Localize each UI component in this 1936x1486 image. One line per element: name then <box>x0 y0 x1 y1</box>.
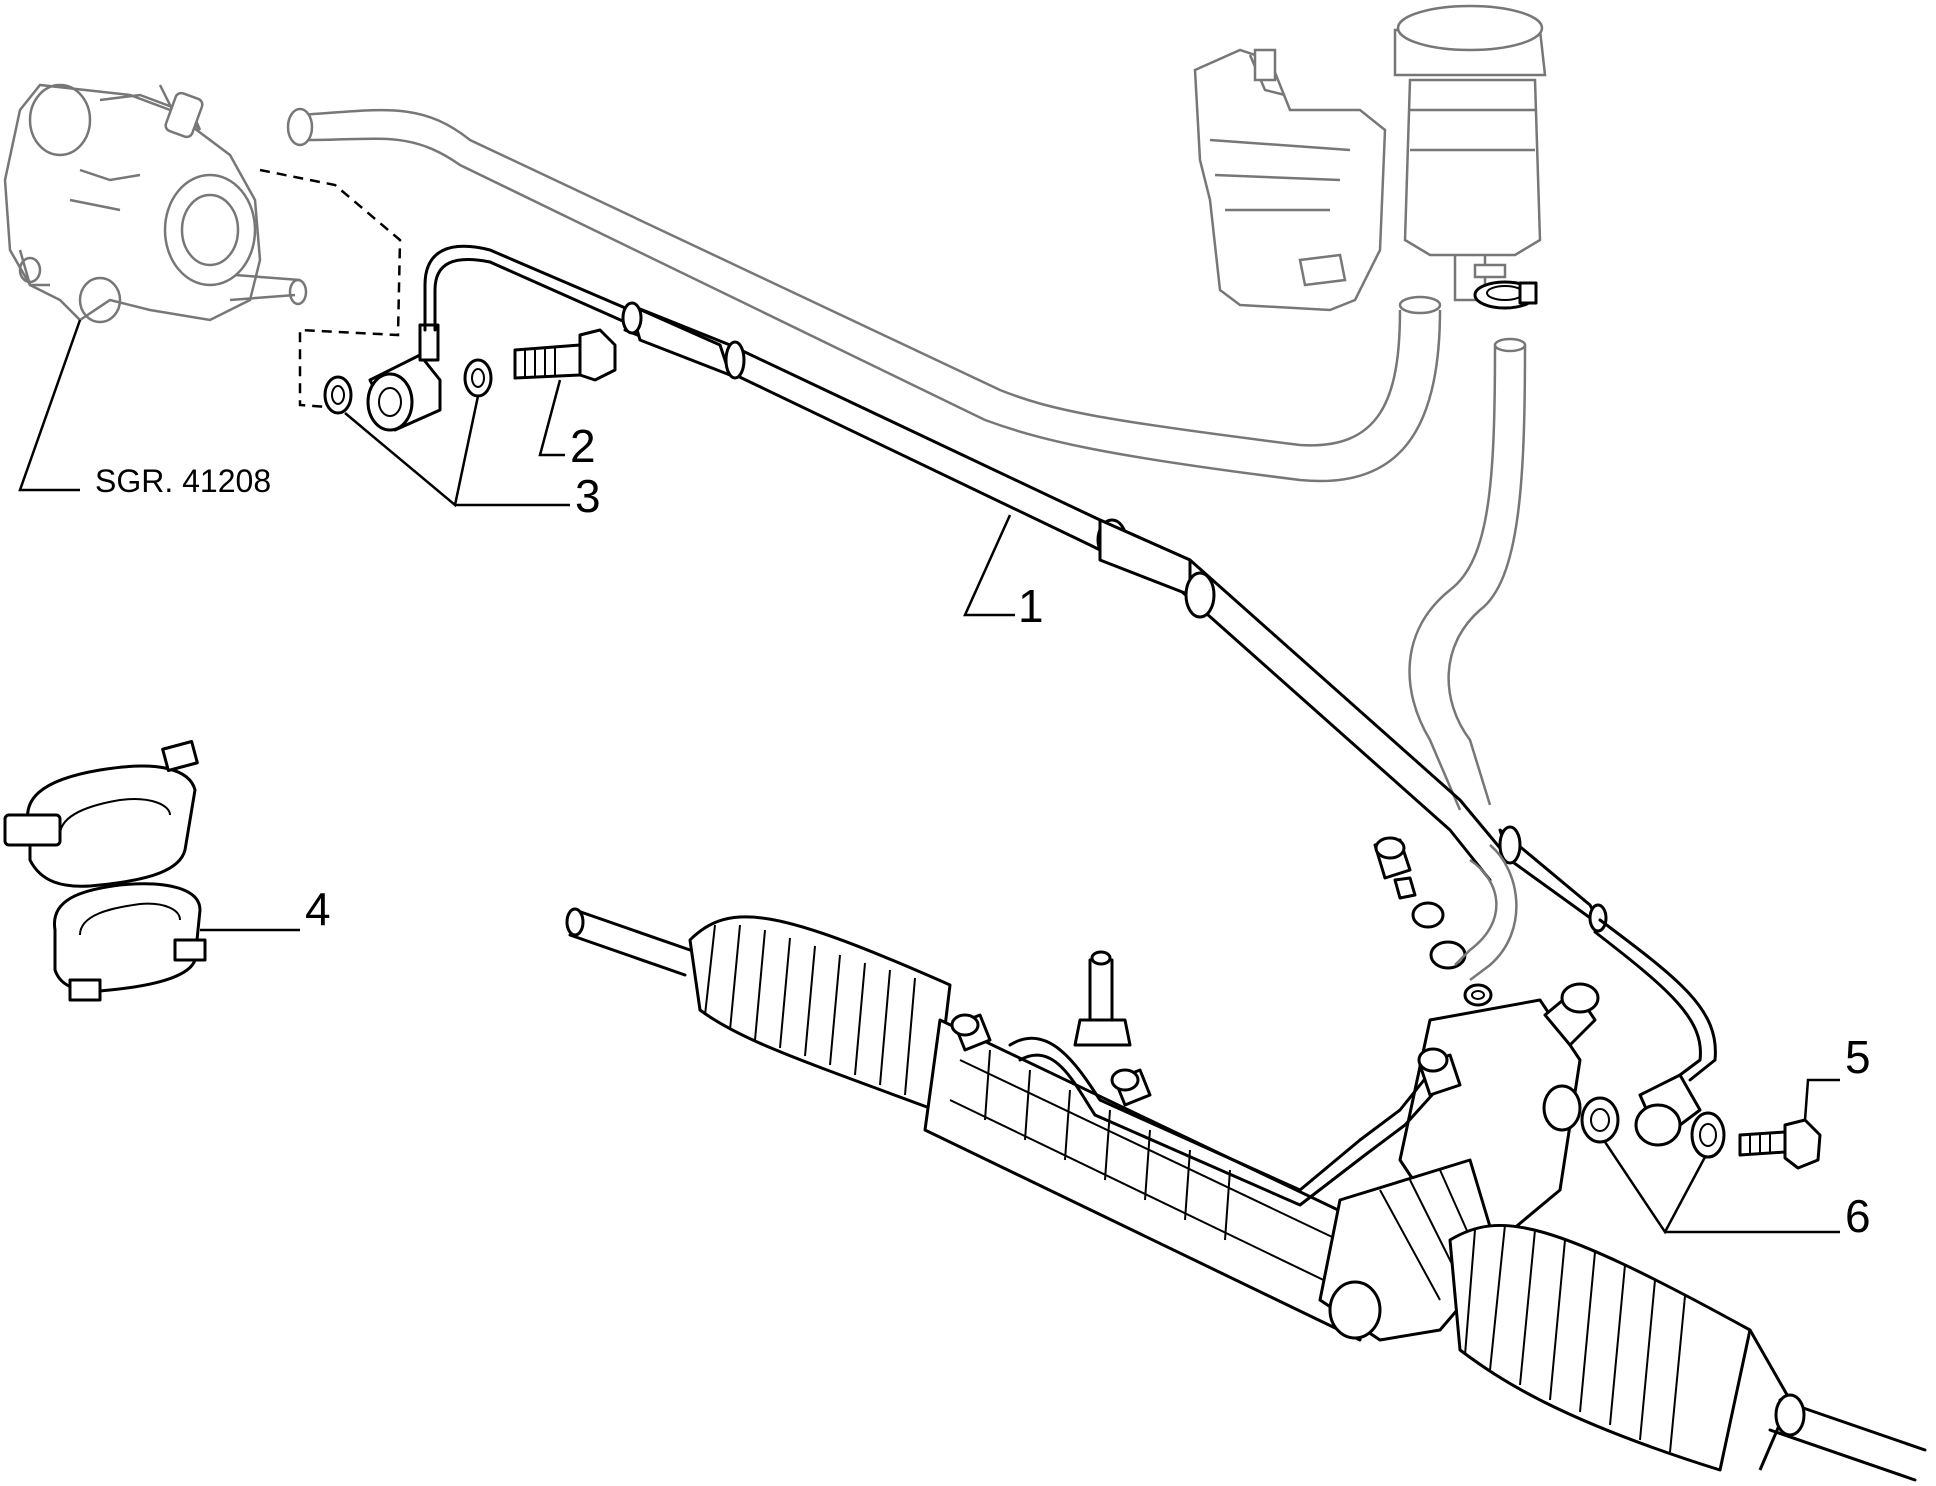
return-hose <box>286 107 1442 483</box>
pressure-hose <box>366 244 1717 1147</box>
pump-outlet-dashed-outline <box>259 168 402 410</box>
hose-clip <box>3 739 207 1002</box>
hose-clamp-small <box>1473 280 1538 310</box>
callout-6-leader <box>1603 1141 1840 1235</box>
reservoir-bracket <box>1193 48 1387 312</box>
sealing-washers-left <box>323 358 493 415</box>
callout-3: 3 <box>575 470 601 522</box>
pump-reference-leader <box>18 319 82 492</box>
callout-4: 4 <box>305 883 331 935</box>
callout-1-leader <box>963 514 1015 617</box>
callout-5-leader <box>1803 1078 1840 1121</box>
supply-hose <box>1408 337 1527 811</box>
banjo-bolt-left <box>513 328 617 382</box>
callout-1: 1 <box>1018 580 1044 632</box>
callout-3-leader <box>344 395 570 508</box>
fluid-reservoir <box>1393 4 1547 302</box>
sealing-washers-right <box>1580 1096 1726 1159</box>
callout-2: 2 <box>570 420 596 472</box>
banjo-bolt-right <box>1738 1118 1822 1170</box>
callout-2-leader <box>538 379 565 457</box>
callout-6: 6 <box>1845 1190 1871 1242</box>
power-steering-pump <box>3 83 308 324</box>
pump-reference-label: SGR. 41208 <box>95 463 271 499</box>
callout-5: 5 <box>1845 1031 1871 1083</box>
steering-rack <box>565 907 1927 1482</box>
inlet-fittings <box>1373 836 1518 1007</box>
